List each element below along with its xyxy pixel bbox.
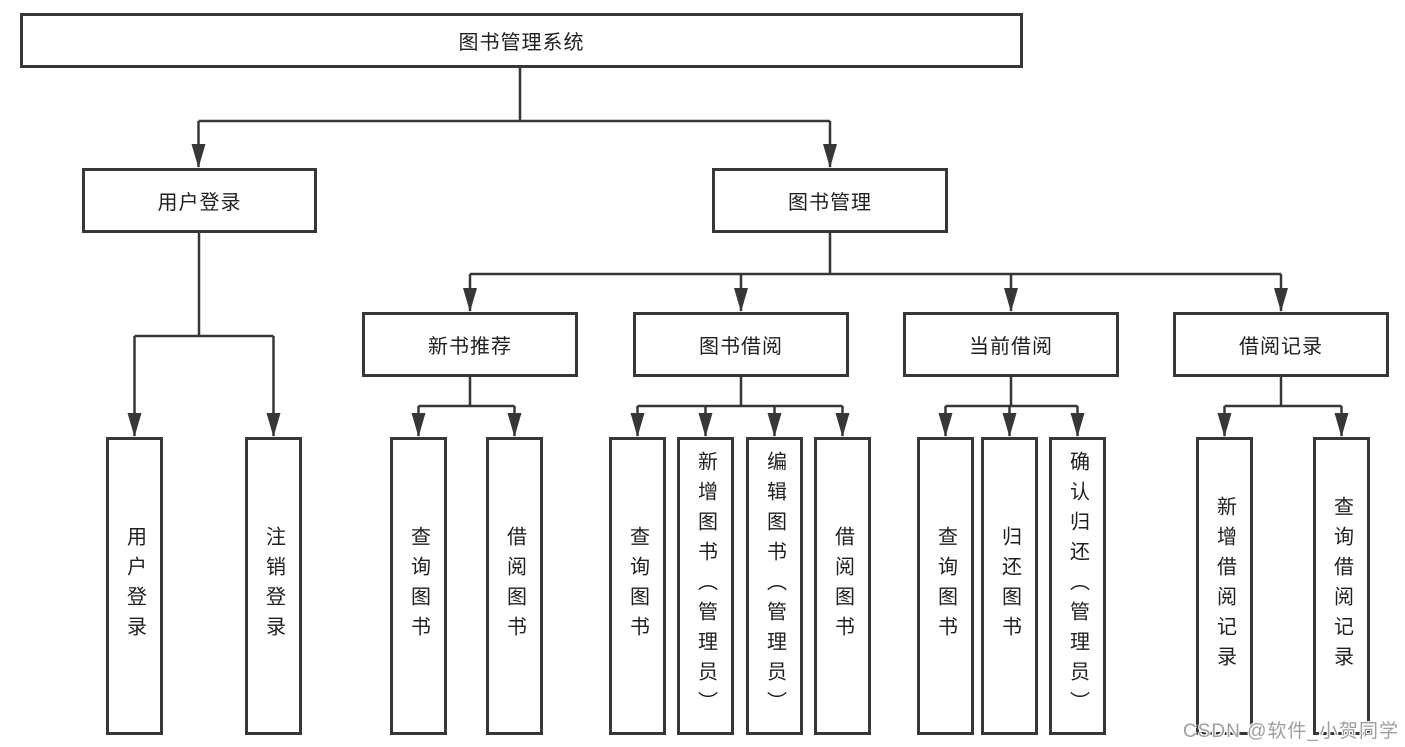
leaf-borrow-borrow-books: 借阅图书 — [814, 437, 871, 735]
node-user-login: 用户登录 — [82, 168, 317, 233]
leaf-logout: 注销登录 — [245, 437, 302, 735]
node-book-borrowing-label: 图书借阅 — [699, 336, 783, 358]
leaf-recommend-borrow-books: 借阅图书 — [486, 437, 543, 735]
leaf-current-confirm-return-admin: 确认归还（管理员） — [1049, 437, 1106, 735]
leaf-recommend-query-books: 查询图书 — [390, 437, 447, 735]
leaf-borrow-add-books-admin: 新增图书（管理员） — [677, 437, 734, 735]
leaf-current-query-books: 查询图书 — [917, 437, 974, 735]
node-root-label: 图书管理系统 — [458, 32, 585, 54]
node-current-borrowing-label: 当前借阅 — [969, 336, 1053, 358]
leaf-borrow-edit-books-admin: 编辑图书（管理员） — [746, 437, 803, 735]
node-book-management: 图书管理 — [712, 168, 948, 233]
node-current-borrowing: 当前借阅 — [903, 312, 1119, 377]
node-book-borrowing: 图书借阅 — [633, 312, 849, 377]
leaf-user-login: 用户登录 — [106, 437, 163, 735]
node-book-management-label: 图书管理 — [788, 192, 872, 214]
leaf-records-add-record: 新增借阅记录 — [1196, 437, 1253, 735]
node-borrowing-records: 借阅记录 — [1173, 312, 1389, 377]
leaf-current-return-books: 归还图书 — [981, 437, 1038, 735]
node-new-book-recommend-label: 新书推荐 — [428, 336, 512, 358]
node-root: 图书管理系统 — [20, 13, 1023, 68]
node-user-login-label: 用户登录 — [157, 192, 242, 214]
leaf-borrow-query-books: 查询图书 — [609, 437, 666, 735]
node-borrowing-records-label: 借阅记录 — [1239, 336, 1323, 358]
csdn-watermark: CSDN @软件_小贺同学 — [1183, 721, 1399, 742]
leaf-records-query-record: 查询借阅记录 — [1313, 437, 1370, 735]
node-new-book-recommend: 新书推荐 — [362, 312, 578, 377]
